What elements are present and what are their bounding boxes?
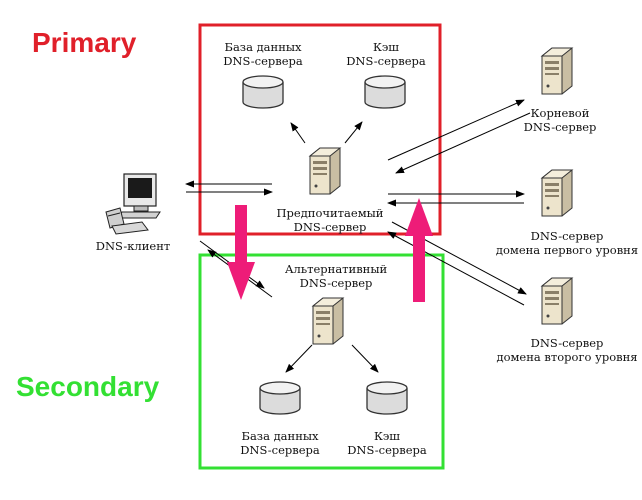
tld-server-icon <box>541 169 573 217</box>
secondary-frame <box>198 253 445 470</box>
secondary-db-label: База данных DNS-сервера <box>230 429 330 457</box>
secondary-cache-label: Кэш DNS-сервера <box>337 429 437 457</box>
arrow-to-primary-db <box>290 122 306 144</box>
arrow-sld-to-preferred <box>387 231 525 306</box>
alternate-server-label-line1: Альтернативный <box>284 262 388 276</box>
preferred-server-icon <box>309 147 341 195</box>
failover-up-arrow <box>405 198 433 302</box>
arrow-to-secondary-db <box>285 344 313 373</box>
primary-db-icon <box>242 75 284 109</box>
sld-server-label: DNS-сервер домена второго уровня <box>492 336 642 364</box>
root-server-icon <box>541 47 573 95</box>
sld-server-label-line1: DNS-сервер <box>530 336 604 350</box>
tld-server-label: DNS-сервер домена первого уровня <box>492 229 642 257</box>
secondary-cache-icon <box>366 381 408 415</box>
tld-server-label-line2: домена первого уровня <box>495 243 639 257</box>
sld-server-label-line2: домена второго уровня <box>496 350 638 364</box>
arrow-to-primary-cache <box>344 121 363 144</box>
primary-db-label-line2: DNS-сервера <box>223 54 303 68</box>
sld-server-icon <box>541 277 573 325</box>
preferred-server-label-line1: Предпочитаемый <box>276 206 384 220</box>
client-label: DNS-клиент <box>88 239 178 253</box>
alternate-server-icon <box>312 297 344 345</box>
arrow-root-to-preferred <box>395 112 531 174</box>
root-server-label: Корневой DNS-сервер <box>510 106 610 134</box>
arrow-to-secondary-cache <box>351 344 379 373</box>
client-computer-icon <box>105 173 161 235</box>
secondary-cache-label-line2: DNS-сервера <box>347 443 427 457</box>
failover-down-arrow <box>227 205 255 300</box>
secondary-label: Secondary <box>16 371 160 402</box>
preferred-server-label: Предпочитаемый DNS-сервер <box>270 206 390 234</box>
root-server-label-line1: Корневой <box>530 106 590 120</box>
root-server-label-line2: DNS-сервер <box>523 120 597 134</box>
preferred-server-label-line2: DNS-сервер <box>293 220 367 234</box>
tld-server-label-line1: DNS-сервер <box>530 229 604 243</box>
primary-cache-icon <box>364 75 406 109</box>
arrow-preferred-to-root <box>387 99 525 161</box>
alternate-server-label-line2: DNS-сервер <box>299 276 373 290</box>
primary-label: Primary <box>32 27 137 58</box>
primary-db-label: База данных DNS-сервера <box>213 40 313 68</box>
primary-frame <box>198 23 442 236</box>
primary-cache-label-line1: Кэш <box>372 40 400 54</box>
primary-db-label-line1: База данных <box>224 40 302 54</box>
primary-cache-label: Кэш DNS-сервера <box>336 40 436 68</box>
client-label-line1: DNS-клиент <box>95 239 171 253</box>
secondary-db-label-line2: DNS-сервера <box>240 443 320 457</box>
secondary-db-label-line1: База данных <box>241 429 319 443</box>
primary-cache-label-line2: DNS-сервера <box>346 54 426 68</box>
alternate-server-label: Альтернативный DNS-сервер <box>276 262 396 290</box>
secondary-cache-label-line1: Кэш <box>373 429 401 443</box>
secondary-db-icon <box>259 381 301 415</box>
